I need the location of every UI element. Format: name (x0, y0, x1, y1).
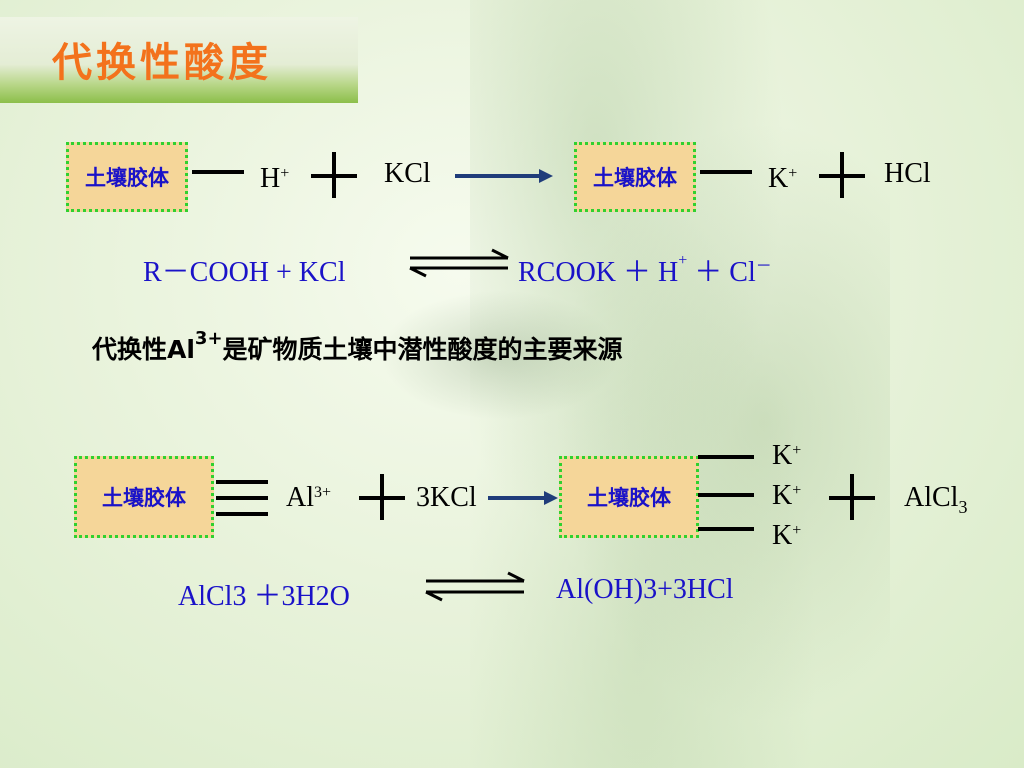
bond-line (698, 493, 754, 497)
reaction-arrow-icon (488, 491, 558, 505)
equation-1-right: RCOOK ＋ H+ ＋ Cl－ (518, 252, 772, 288)
bond-line (216, 496, 268, 500)
equation-1-left: R－COOH + KCl (143, 257, 346, 288)
bond-line (698, 527, 754, 531)
reaction-arrow-icon (455, 169, 553, 183)
equilibrium-arrow-icon (425, 571, 525, 602)
soil-colloid-box-2: 土壤胶体 (574, 142, 696, 212)
bond-line (216, 512, 268, 516)
slide-title: 代换性酸度 (52, 40, 272, 86)
plus-sign-v (850, 474, 854, 520)
bond-line (216, 480, 268, 484)
soil-colloid-box-3: 土壤胶体 (74, 456, 214, 538)
kcl-reagent-3: 3KCl (416, 482, 477, 513)
aluminum-ion: Al3+ (286, 482, 332, 513)
kcl-reagent: KCl (384, 158, 431, 189)
hcl-product: HCl (884, 158, 931, 189)
equation-2-right: Al(OH)3+3HCl (556, 574, 734, 605)
soil-colloid-box-4: 土壤胶体 (559, 456, 699, 538)
equation-2-left: AlCl3 ＋3H2O (178, 581, 350, 612)
bond-line (698, 455, 754, 459)
potassium-ion-1: K+ (772, 440, 802, 471)
background-bamboo-decoration (470, 0, 890, 768)
potassium-ion-3: K+ (772, 520, 802, 551)
bond-line (192, 170, 244, 174)
note-text: 代换性Al3+是矿物质土壤中潜性酸度的主要来源 (92, 328, 623, 364)
soil-colloid-box-1: 土壤胶体 (66, 142, 188, 212)
plus-sign-v (840, 152, 844, 198)
hydrogen-ion: H+ (260, 163, 290, 194)
alcl3-product: AlCl3 (904, 482, 968, 517)
plus-sign-v (332, 152, 336, 198)
potassium-ion: K+ (768, 163, 798, 194)
plus-sign-v (380, 474, 384, 520)
potassium-ion-2: K+ (772, 480, 802, 511)
equilibrium-arrow-icon (409, 248, 509, 278)
title-banner (0, 17, 358, 103)
bond-line (700, 170, 752, 174)
